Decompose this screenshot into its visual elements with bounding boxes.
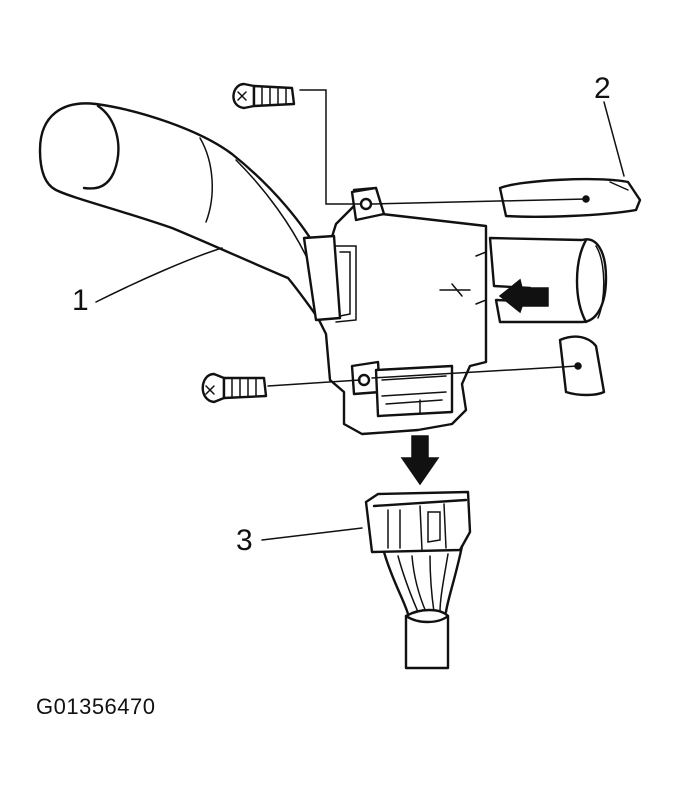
callout-label-2: 2 [594, 72, 611, 105]
upper-screw [232, 82, 296, 110]
lower-screw [201, 372, 268, 404]
steering-column-bracket [488, 177, 642, 397]
callout-label-3: 3 [236, 524, 253, 557]
callout-label-1: 1 [72, 284, 89, 317]
switch-housing [316, 186, 488, 436]
wiper-lever [38, 102, 342, 322]
leader-lines [95, 89, 625, 541]
harness-connector [364, 490, 472, 670]
figure-id: G01356470 [36, 694, 156, 719]
disconnect-arrow [400, 435, 440, 486]
